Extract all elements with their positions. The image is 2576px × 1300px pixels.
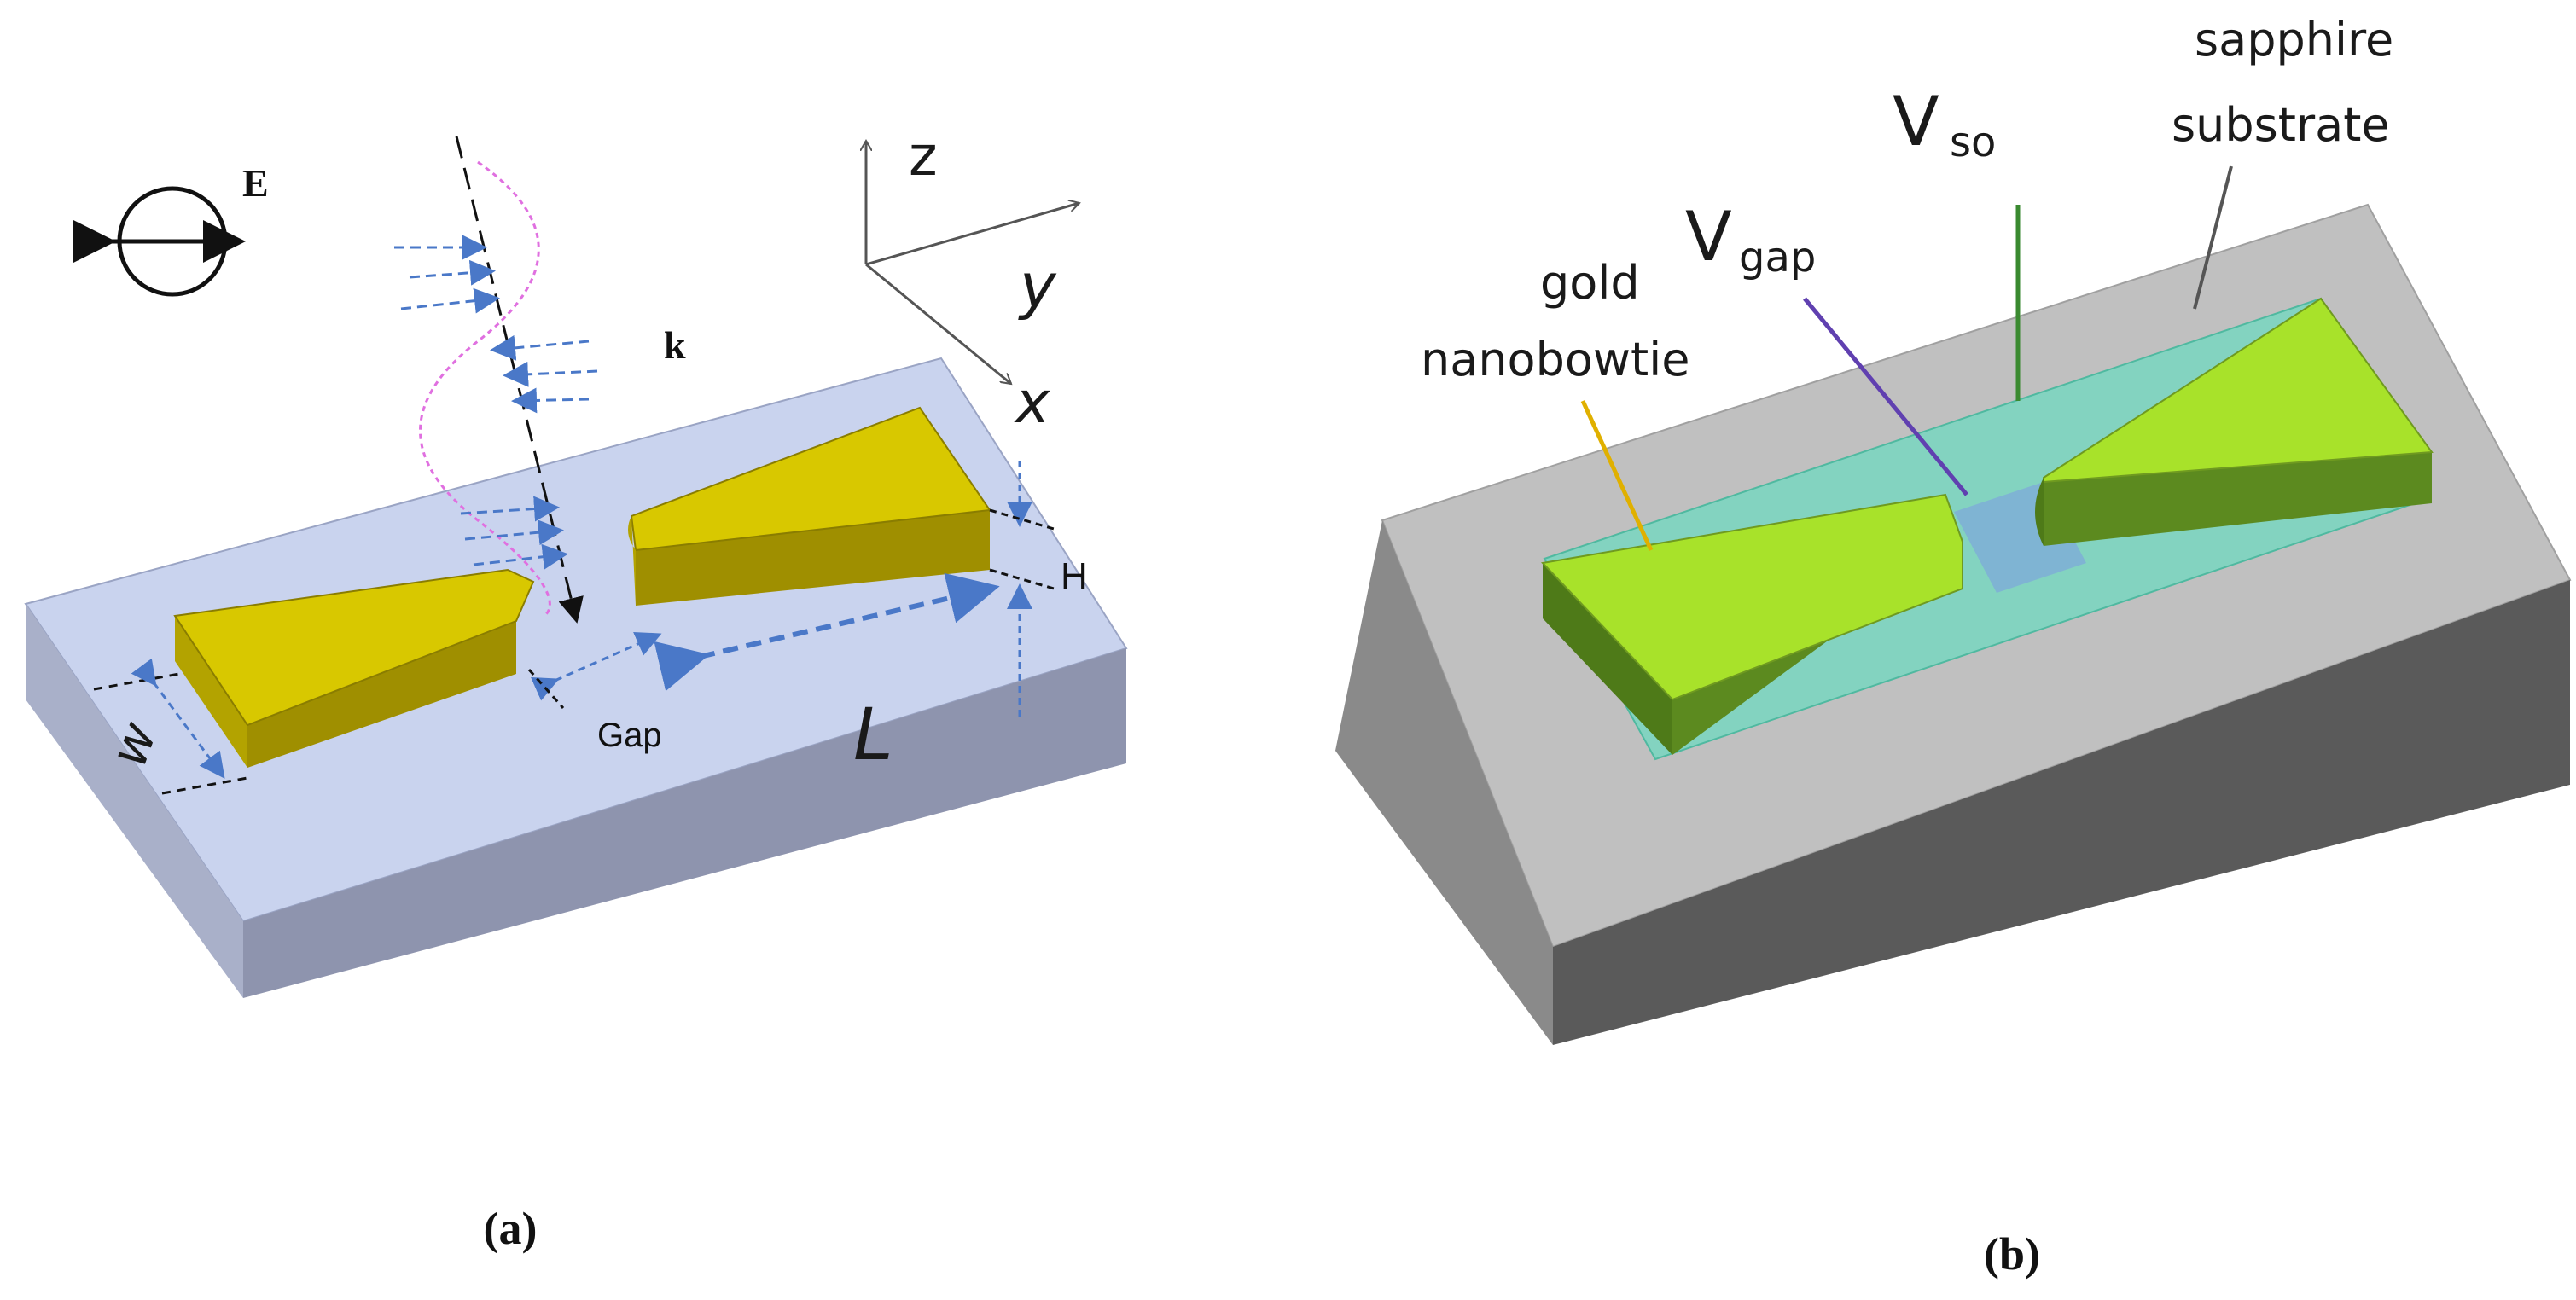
gold-prism-right-tip <box>628 516 636 606</box>
field-arrows <box>394 235 598 570</box>
gap-arrow <box>530 631 662 701</box>
axes-triad <box>866 141 1079 384</box>
polarization-icon <box>73 186 246 297</box>
axis-label-y: y <box>1018 250 1057 322</box>
axis-label-z: z <box>909 125 938 189</box>
substrate-b-front <box>1553 580 2570 1045</box>
caption-b: (b) <box>1984 1228 2040 1280</box>
axis-label-x: x <box>1014 369 1050 437</box>
label-gold: gold <box>1540 256 1640 310</box>
gold-b-left-front <box>1543 563 1672 755</box>
gold-prism-left-side <box>175 616 516 768</box>
leader-vgap <box>1803 297 1968 496</box>
label-substrate: substrate <box>2172 98 2390 152</box>
leader-gold <box>1580 399 1654 552</box>
label-sapphire: sapphire <box>2195 13 2393 67</box>
svg-text:gap: gap <box>1739 234 1816 281</box>
dim-label-height: H <box>1061 555 1088 597</box>
caption-a: (a) <box>484 1203 538 1254</box>
panel-b: gold nanobowtie V gap V so sapphire subs… <box>1335 13 2572 1280</box>
field-label-E: E <box>242 161 269 205</box>
substrate-a-front <box>243 648 1126 998</box>
label-nanobowtie: nanobowtie <box>1421 333 1689 386</box>
length-arrow <box>654 572 1000 692</box>
svg-text:V: V <box>1893 82 1939 161</box>
wave-sinusoid <box>419 160 551 616</box>
dim-label-length: L <box>853 693 893 776</box>
dim-label-gap: Gap <box>597 717 662 754</box>
substrate-a-side <box>26 604 243 998</box>
gold-b-right-tip <box>2035 478 2044 546</box>
width-arrow <box>131 658 225 779</box>
substrate-b-side <box>1335 520 1553 1045</box>
gold-prism-left-top <box>173 568 535 727</box>
label-vso: V so <box>1893 82 1996 166</box>
svg-text:so: so <box>1950 119 1996 166</box>
label-vgap: V gap <box>1685 197 1816 281</box>
gold-b-right-side <box>2044 452 2432 546</box>
wavevector-label-k: k <box>664 323 686 367</box>
panel-a: E k z y x Gap L w H (a) <box>24 125 1128 1254</box>
leader-substrate <box>2193 165 2233 310</box>
gap-ext-line <box>527 669 565 709</box>
svg-text:V: V <box>1685 197 1732 276</box>
